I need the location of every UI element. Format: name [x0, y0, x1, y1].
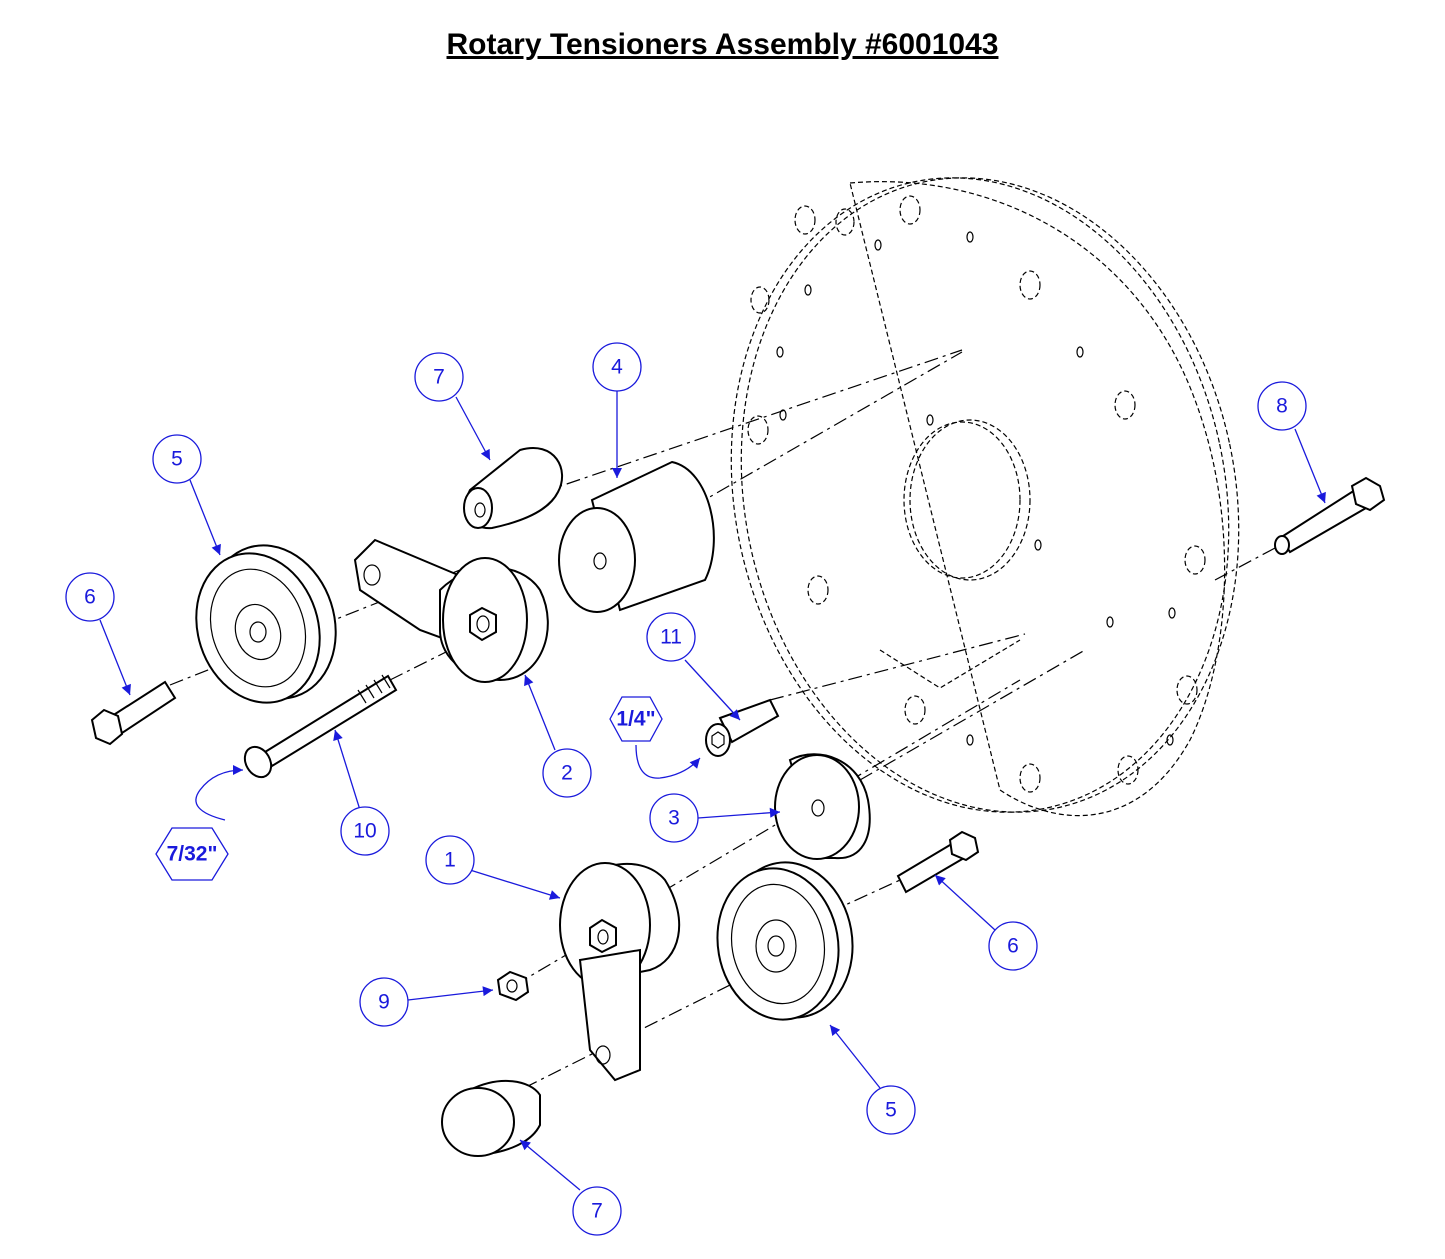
pulley-lower [716, 861, 854, 1021]
svg-text:4: 4 [611, 356, 623, 379]
callout-3: 3 [649, 793, 699, 843]
svg-text:7: 7 [433, 366, 445, 389]
svg-text:1/4": 1/4" [616, 708, 655, 731]
callout-5-lower: 5 [866, 1085, 916, 1135]
callout-8: 8 [1257, 381, 1307, 431]
cone-cap-lower [441, 1079, 541, 1157]
pulley-upper [195, 544, 337, 704]
svg-text:1: 1 [444, 849, 456, 872]
diagram-title: Rotary Tensioners Assembly #6001043 [446, 28, 999, 61]
hex-key-size-quarter: 1/4" [609, 696, 663, 742]
hex-key-size-seven-thirtyseconds: 7/32" [155, 827, 229, 881]
svg-text:5: 5 [171, 448, 183, 471]
svg-text:5: 5 [885, 1099, 897, 1122]
tensioner-arm-upper [353, 538, 549, 683]
callout-6-upper: 6 [65, 572, 115, 622]
callout-6-lower: 6 [988, 921, 1038, 971]
hex-nut [496, 970, 530, 1002]
callout-1: 1 [425, 835, 475, 885]
hex-bolt-lower [896, 830, 980, 894]
flat-head-screw [243, 674, 398, 779]
callout-leaders [99, 390, 1326, 1191]
callout-9: 9 [359, 977, 409, 1027]
tensioner-arm-lower [559, 862, 681, 1082]
disc-spacer [774, 753, 871, 860]
svg-text:2: 2 [561, 762, 573, 785]
cone-cap-upper [463, 447, 564, 530]
svg-text:7: 7 [591, 1200, 603, 1223]
callout-10: 10 [340, 806, 390, 856]
svg-text:8: 8 [1276, 395, 1288, 418]
callout-2: 2 [542, 748, 592, 798]
svg-text:10: 10 [353, 820, 376, 843]
svg-text:11: 11 [660, 626, 682, 649]
svg-text:7/32": 7/32" [167, 843, 218, 866]
hex-bolt-long [1274, 476, 1386, 555]
callout-5-upper: 5 [152, 434, 202, 484]
svg-text:9: 9 [378, 991, 390, 1014]
shoulder-screw [705, 698, 780, 757]
svg-text:6: 6 [1007, 935, 1019, 958]
svg-text:6: 6 [84, 586, 96, 609]
mounting-plate [730, 177, 1240, 817]
callout-4: 4 [592, 342, 642, 392]
callout-7-lower: 7 [572, 1186, 622, 1236]
svg-text:3: 3 [668, 807, 680, 830]
cylinder-spacer [558, 460, 715, 613]
callout-7-upper: 7 [414, 352, 464, 402]
hex-bolt-upper [90, 680, 177, 746]
callout-11: 11 [646, 612, 696, 662]
